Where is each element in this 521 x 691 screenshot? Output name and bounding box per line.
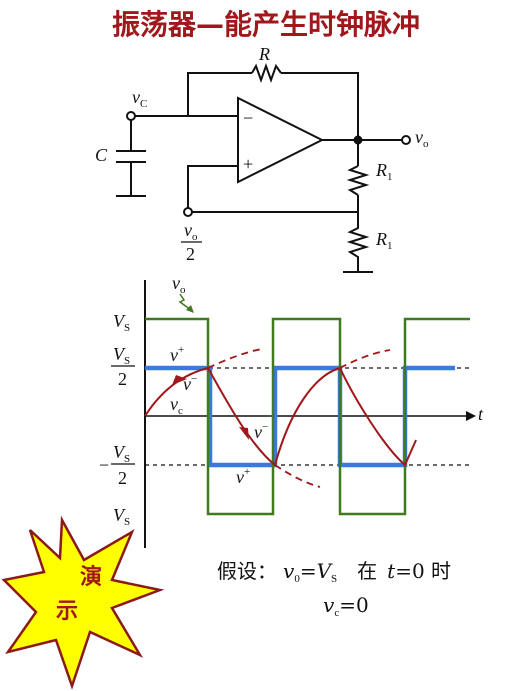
resistor-r1-bottom <box>346 212 370 272</box>
t-axis-arrow <box>466 411 476 421</box>
vplus-wire <box>187 165 238 208</box>
feedback-wire <box>187 72 252 116</box>
label-vc-wave: vc <box>170 394 183 417</box>
vo-square-wave <box>145 317 470 516</box>
label-r1-top: R1 <box>375 160 393 183</box>
t-axis-label: t <box>478 404 484 424</box>
svg-text:VS: VS <box>113 442 130 465</box>
demo-button[interactable]: 演 示 <box>1 515 165 690</box>
label-vplus-1: v+ <box>170 344 184 365</box>
vc-node <box>126 111 136 121</box>
minus-input-sign: − <box>243 108 253 128</box>
svg-text:vc=0: vc=0 <box>323 593 369 619</box>
svg-text:2: 2 <box>118 369 127 389</box>
wave-label-vo: vo <box>172 273 186 296</box>
vc-curve-dashed-up-2 <box>339 349 391 369</box>
label-vminus-2: v− <box>254 421 268 442</box>
waveform <box>144 280 476 548</box>
circuit <box>116 63 411 273</box>
label-vo: vo <box>415 127 429 150</box>
plus-input-sign: + <box>243 154 253 174</box>
op-amp <box>237 96 325 184</box>
svg-text:vo: vo <box>184 220 198 243</box>
vc-curve-dashed-down-1 <box>274 464 321 488</box>
divider-wire <box>192 195 359 213</box>
tick-vs: VS <box>113 311 130 334</box>
vc-arrow-up <box>172 375 187 385</box>
tick-neg-vs: VS <box>113 505 130 528</box>
vo-pointer <box>178 293 192 311</box>
label-half-vo: vo 2 <box>181 220 202 264</box>
label-vplus-2: v+ <box>236 466 250 487</box>
vc-arrow-down <box>239 427 249 440</box>
output-terminal <box>401 135 411 145</box>
svg-text:2: 2 <box>118 468 127 488</box>
vc-curve <box>144 366 417 467</box>
demo-star-icon <box>1 515 165 690</box>
label-c: C <box>95 145 108 165</box>
demo-label-line1: 演 <box>80 564 102 590</box>
tick-vs-half: VS 2 <box>111 344 135 389</box>
label-r1-bottom: R1 <box>375 229 393 252</box>
label-r: R <box>258 44 270 64</box>
demo-label-line2: 示 <box>56 599 78 624</box>
svg-text:−: − <box>99 455 109 475</box>
label-vminus-1: v− <box>183 373 197 394</box>
feedback-wire-right <box>281 72 359 140</box>
svg-text:2: 2 <box>186 244 195 264</box>
tick-neg-vs-half: − VS 2 <box>99 442 135 488</box>
label-vc: vC <box>132 87 147 110</box>
resistor-r1-top <box>346 165 370 196</box>
page-title: 振荡器—能产生时钟脉冲 <box>112 8 420 41</box>
half-vo-terminal <box>183 207 193 217</box>
resistor-r <box>251 63 282 83</box>
vc-curve-dashed-up-1 <box>207 348 263 369</box>
svg-text:VS: VS <box>113 344 130 367</box>
